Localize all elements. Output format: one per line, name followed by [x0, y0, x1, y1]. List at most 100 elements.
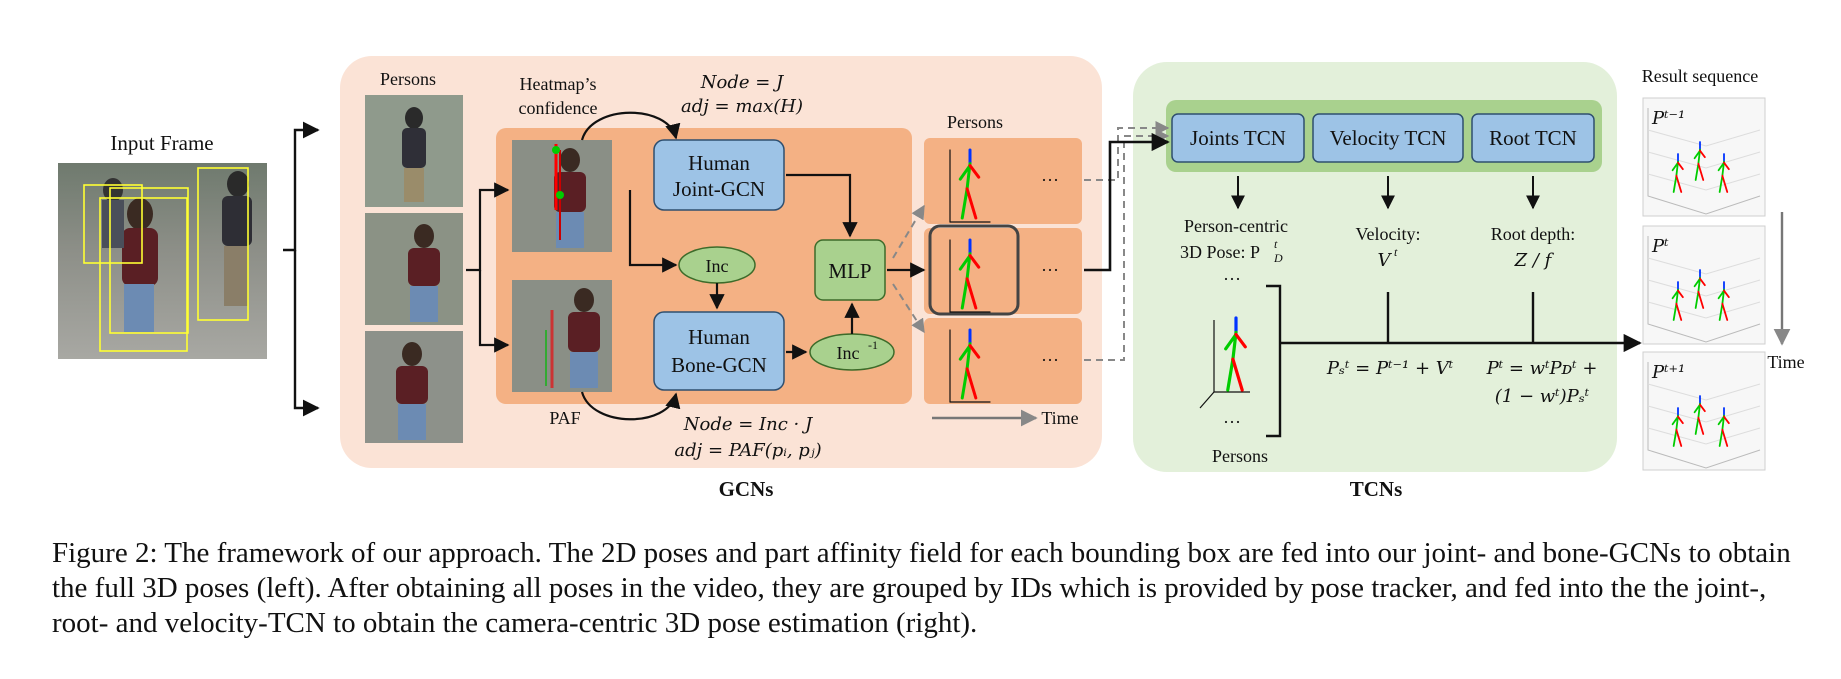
result-skeleton-3-3-arm-left [1717, 415, 1725, 426]
result-skeleton-3-3-arm-right [1723, 415, 1730, 425]
svg-text:Root TCN: Root TCN [1489, 126, 1577, 150]
result-skeleton-3-2-arm-left [1693, 403, 1701, 414]
input-bbox-3 [83, 184, 143, 264]
result-skeleton-3-2-leg-left [1694, 416, 1700, 435]
result-skeleton-2-3-leg-left [1718, 302, 1724, 321]
mlp-to-pose1-dashed [892, 204, 925, 259]
velocity-output-label: Velocity: [1356, 224, 1421, 244]
result-skeleton-3-1-leg-left [1672, 428, 1678, 447]
jointgcn-to-mlp-arrow [786, 173, 858, 238]
svg-text:Human: Human [688, 325, 750, 349]
joint-gcn-box: Human Joint-GCN [653, 139, 785, 211]
gcn-skeleton-1-leg-left [960, 187, 969, 220]
gcn-skeleton-2-leg-right [965, 277, 978, 310]
root-output-symbol: Z / f [1514, 250, 1555, 271]
node-formula-top: Node = J [700, 72, 785, 93]
heatmap-crop [512, 140, 612, 252]
heatmap-to-jointgcn-arrow [580, 111, 681, 141]
result-skeleton-2-2-arm-right [1699, 277, 1706, 287]
root-tcn-box: Root TCN [1471, 113, 1595, 163]
result-skeleton-1-3-leg-right [1721, 174, 1729, 193]
input-splitter [283, 121, 320, 417]
tcn-skeleton-leg-right [1231, 357, 1244, 392]
result-skeleton-1-1-arm-right [1677, 161, 1684, 171]
person-centric-label-line2: 3D Pose: P [1180, 242, 1260, 262]
result-skeleton-1-3-arm-right [1723, 161, 1730, 171]
gcn-persons-right-label: Persons [947, 112, 1003, 132]
input-bbox-2 [109, 187, 189, 334]
svg-text:MLP: MLP [828, 259, 871, 283]
skeleton-layer [949, 141, 1730, 447]
gcn-skeleton-1-arm-left [958, 164, 972, 181]
result-skeleton-2-2-arm-left [1693, 277, 1701, 288]
inc-inverse-node: Inc -1 [809, 333, 895, 371]
result-skeleton-2-1-leg-left [1672, 302, 1678, 321]
result-skeleton-1-2-arm-right [1699, 149, 1706, 159]
bone-gcn-box: Human Bone-GCN [653, 311, 785, 391]
gcn-time-label: Time [1041, 408, 1078, 428]
result-skeleton-1-3-arm-left [1717, 161, 1725, 172]
fusion-equation-line1: Pᵗ = wᵗPᴅᵗ + [1486, 358, 1598, 379]
result-time-label: Time [1767, 352, 1804, 372]
result-label-prev: Pᵗ⁻¹ [1651, 108, 1685, 129]
mlp-to-pose3-dashed [892, 283, 925, 334]
velocity-output-symbol: V [1378, 250, 1393, 271]
result-skeleton-2-1-arm-right [1677, 289, 1684, 299]
gcn-section-title: GCNs [719, 477, 774, 501]
result-skeleton-2-3-leg-right [1721, 302, 1729, 321]
gcn-skeleton-2-leg-left [960, 277, 969, 310]
gcn-skeleton-3-leg-left [960, 367, 969, 400]
input-people-silhouettes [102, 171, 252, 332]
result-label-next: Pᵗ⁺¹ [1651, 362, 1685, 383]
persons-bracket [1266, 284, 1282, 438]
gcn-skeleton-1-arm-right [968, 164, 981, 179]
result-skeleton-2-2-leg-right [1697, 290, 1705, 309]
tcn-pose-axes [1199, 320, 1250, 409]
svg-text:Human: Human [688, 151, 750, 175]
pose-strip-3-dots: ··· [1041, 350, 1059, 370]
mlp-box: MLP [814, 239, 886, 301]
result-skeleton-1-1-arm-left [1671, 161, 1679, 172]
result-sequence-title: Result sequence [1642, 66, 1758, 86]
result-skeleton-2-1-leg-right [1675, 302, 1683, 321]
gcn-skeleton-3-arm-left [958, 344, 972, 361]
velocity-tcn-box: Velocity TCN [1312, 113, 1464, 163]
tcn-skeleton-arm-right [1234, 332, 1247, 349]
pose-top-dots: ··· [1223, 269, 1241, 289]
result-skeleton-2-2-leg-left [1694, 290, 1700, 309]
tcn-persons-label: Persons [1212, 446, 1268, 466]
result-skeleton-3-2-leg-right [1697, 416, 1705, 435]
gcn-skeleton-1-leg-right [965, 187, 978, 220]
result-skeleton-1-1-leg-left [1672, 174, 1678, 193]
input-frame: Input Frame [58, 131, 267, 359]
pose1-to-tcn-dashed [1084, 121, 1170, 181]
svg-text:Inc: Inc [706, 256, 729, 276]
result-skeleton-1-2-leg-right [1697, 162, 1705, 181]
figure-caption: Figure 2: The framework of our approach.… [52, 537, 1791, 639]
person-centric-sub: D [1273, 251, 1283, 265]
gcn-skeleton-2-arm-left [958, 254, 972, 271]
result-skeleton-1-2-arm-left [1693, 149, 1701, 160]
svg-text:-1: -1 [868, 338, 878, 352]
selected-pose-highlight [928, 224, 1020, 316]
gcn-persons-label: Persons [380, 69, 436, 89]
svg-text:Bone-GCN: Bone-GCN [671, 353, 767, 377]
result-skeleton-1-2-leg-left [1694, 162, 1700, 181]
result-skeleton-3-1-arm-left [1671, 415, 1679, 426]
tcn-section-title: TCNs [1350, 477, 1403, 501]
result-skeleton-3-1-leg-right [1675, 428, 1683, 447]
svg-text:Inc: Inc [837, 343, 860, 363]
gcn-skeleton-3-leg-right [965, 367, 978, 400]
paf-to-bonegcn-arrow [580, 391, 681, 421]
tcn-skeleton-leg-left [1226, 357, 1235, 392]
node-formula-bottom: Node = Inc · J [683, 414, 814, 435]
root-output-label: Root depth: [1491, 224, 1576, 244]
result-skeleton-2-3-arm-left [1717, 289, 1725, 300]
paf-crop [512, 280, 612, 392]
adj-formula-bottom: adj = PAF(pᵢ, pⱼ) [674, 440, 821, 461]
joints-to-inc-arrow [628, 190, 678, 273]
tcn-skeleton-arm-left [1224, 332, 1238, 351]
person-centric-label-line1: Person-centric [1184, 216, 1288, 236]
inc-node: Inc [678, 246, 756, 284]
result-skeleton-3-3-leg-left [1718, 428, 1724, 447]
